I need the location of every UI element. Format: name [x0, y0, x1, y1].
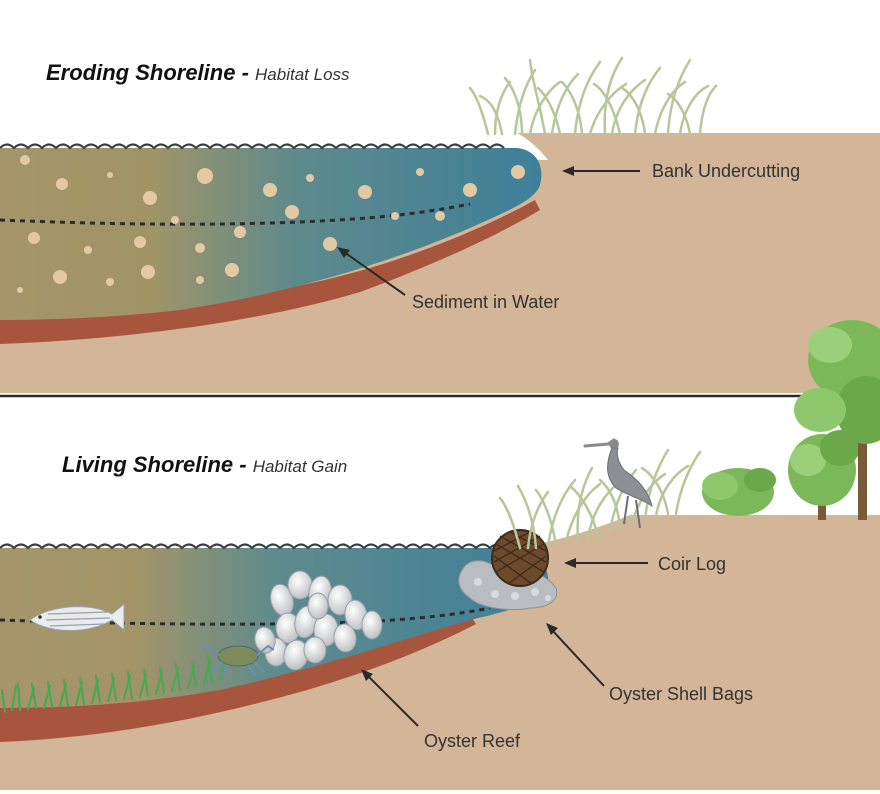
annotation-arrows-living — [361, 558, 648, 727]
oyster-reef — [254, 570, 383, 671]
living-panel: Living Shoreline - Habitat Gain Coir Log… — [0, 320, 880, 790]
blue-crab — [201, 644, 275, 677]
striped-bass-fish — [29, 602, 125, 632]
mud-layer — [0, 200, 540, 344]
sediment-particles — [17, 155, 525, 293]
coir-log — [491, 529, 549, 587]
label-oyster-shell-bags: Oyster Shell Bags — [609, 684, 753, 704]
eroding-title-separator: - — [235, 60, 255, 85]
arrow-oyster-shell-bags — [551, 629, 605, 687]
arrow-sediment — [343, 251, 406, 296]
murky-water — [0, 148, 542, 320]
living-title-subtitle: Habitat Gain — [253, 457, 348, 476]
label-oyster-reef: Oyster Reef — [424, 731, 521, 751]
water-surface-waves-living — [0, 543, 505, 550]
eroding-title-main: Eroding Shoreline — [46, 60, 235, 85]
great-blue-heron — [583, 438, 653, 529]
mud-layer-living — [0, 615, 476, 742]
living-title: Living Shoreline - Habitat Gain — [62, 452, 347, 477]
label-coir-log: Coir Log — [658, 554, 726, 574]
shrubs-and-trees — [702, 320, 880, 520]
eroding-panel: Eroding Shoreline - Habitat Loss Bank Un… — [0, 56, 880, 393]
dashed-water-level — [0, 202, 471, 226]
annotation-arrows — [337, 166, 640, 296]
dune-grass — [468, 56, 718, 136]
eroding-title: Eroding Shoreline - Habitat Loss — [46, 60, 350, 85]
water-surface-waves — [0, 143, 505, 150]
living-title-separator: - — [233, 452, 253, 477]
label-sediment-in-water: Sediment in Water — [412, 292, 559, 312]
eroding-title-subtitle: Habitat Loss — [255, 65, 350, 84]
arrow-oyster-reef — [367, 675, 419, 727]
living-title-main: Living Shoreline — [62, 452, 233, 477]
label-bank-undercutting: Bank Undercutting — [652, 161, 800, 181]
clear-water — [0, 548, 549, 708]
